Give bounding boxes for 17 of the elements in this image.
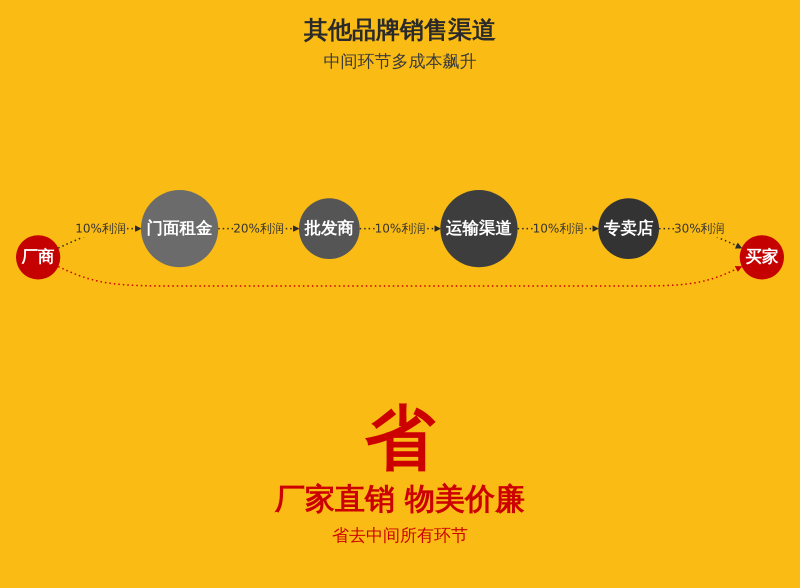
arrow bbox=[58, 266, 742, 287]
edge-label: 10%利润 bbox=[75, 221, 126, 236]
title: 其他品牌销售渠道 bbox=[304, 15, 496, 46]
edge-label: 30%利润 bbox=[674, 221, 725, 236]
large-character: 省 bbox=[364, 403, 435, 473]
node-circle: 运输渠道 bbox=[440, 190, 518, 268]
note: 省去中间所有环节 bbox=[332, 525, 468, 547]
slogan: 厂家直销 物美价廉 bbox=[274, 481, 526, 519]
node-circle: 批发商 bbox=[298, 198, 360, 259]
node-circle: 厂商 bbox=[16, 235, 60, 280]
subtitle: 中间环节多成本飙升 bbox=[324, 51, 476, 73]
edge-label: 20%利润 bbox=[233, 221, 284, 236]
edge-label: 10%利润 bbox=[374, 221, 426, 236]
node-circle: 买家 bbox=[740, 235, 784, 280]
node-circle: 专卖店 bbox=[598, 198, 660, 259]
edge-label: 10%利润 bbox=[532, 221, 584, 236]
node-circle: 门面租金 bbox=[140, 190, 218, 268]
